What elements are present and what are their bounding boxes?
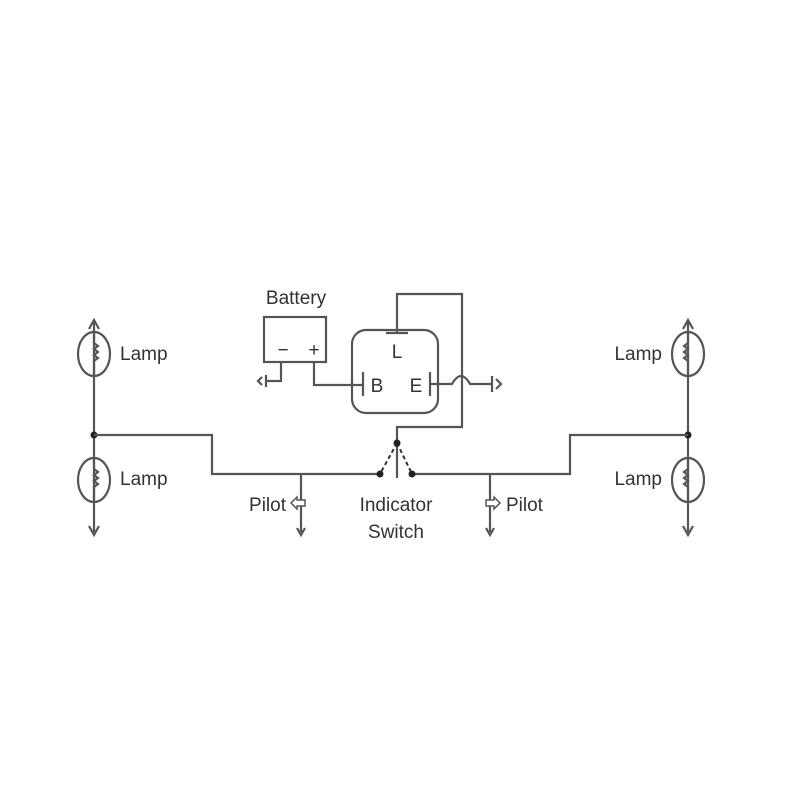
arrow-left-icon (289, 495, 306, 511)
flasher-unit (350, 292, 503, 443)
lamp-label-right-bottom: Lamp (614, 469, 662, 490)
battery-label: Battery (266, 288, 327, 309)
left-bus-wire (94, 433, 380, 476)
arrow-up-icon (682, 317, 694, 330)
indicator-switch[interactable] (376, 439, 416, 479)
arrow-down-icon (682, 525, 694, 538)
switch-label-line1: Indicator (360, 495, 434, 516)
pilot-label-right: Pilot (506, 495, 544, 516)
ground-icon (256, 375, 268, 387)
battery-plus-label: + (308, 340, 319, 361)
right-lamp-column (670, 317, 706, 538)
lamp-label-left-top: Lamp (120, 344, 168, 365)
left-lamp-column (76, 317, 112, 538)
arrow-right-icon (485, 495, 502, 511)
lamp-label-right-top: Lamp (614, 344, 662, 365)
right-pilot (485, 474, 502, 538)
terminal-l-label: L (392, 342, 403, 363)
left-pilot (289, 474, 306, 538)
arrow-up-icon (88, 317, 100, 330)
terminal-b-label: B (371, 376, 384, 397)
switch-label-line2: Switch (368, 522, 424, 543)
lamp-label-left-bottom: Lamp (120, 469, 168, 490)
terminal-e-label: E (410, 376, 423, 397)
pilot-label-left: Pilot (249, 495, 287, 516)
battery (256, 315, 363, 387)
battery-minus-label: − (277, 340, 288, 361)
ground-icon (490, 376, 503, 392)
arrow-down-icon (88, 525, 100, 538)
